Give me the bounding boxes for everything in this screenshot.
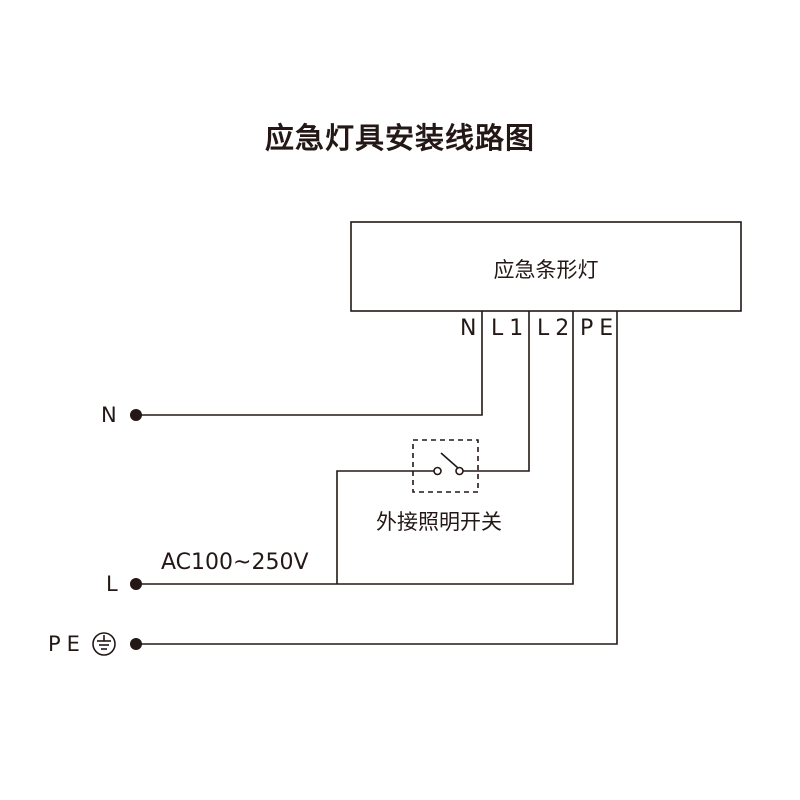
terminal-label-n: N (460, 316, 477, 341)
lamp-box (350, 221, 742, 312)
wire-n (135, 311, 483, 416)
input-label-pe: PE (48, 632, 86, 656)
device-label: 应急条形灯 (493, 258, 599, 282)
wire-l1 (462, 311, 530, 472)
terminal-dot-l (130, 578, 142, 590)
wire-l2-l (135, 311, 574, 585)
terminal-label-l2: L2 (537, 316, 576, 341)
switch-contact (455, 466, 464, 476)
switch-lever (440, 452, 459, 469)
switch-box (412, 439, 479, 493)
terminal-dot-pe (130, 638, 142, 650)
ground-symbol-icon (92, 632, 116, 656)
wire-switch-to-l (336, 470, 434, 584)
voltage-label: AC100~250V (161, 550, 309, 575)
input-label-n: N (101, 403, 117, 427)
switch-label: 外接照明开关 (376, 510, 502, 534)
input-label-l: L (106, 572, 118, 596)
wire-pe (135, 311, 618, 645)
page-title: 应急灯具安装线路图 (264, 121, 535, 155)
terminal-label-pe: PE (580, 316, 620, 341)
terminal-dot-n (130, 409, 142, 421)
terminal-label-l1: L1 (491, 316, 530, 341)
switch-contact (433, 466, 442, 476)
